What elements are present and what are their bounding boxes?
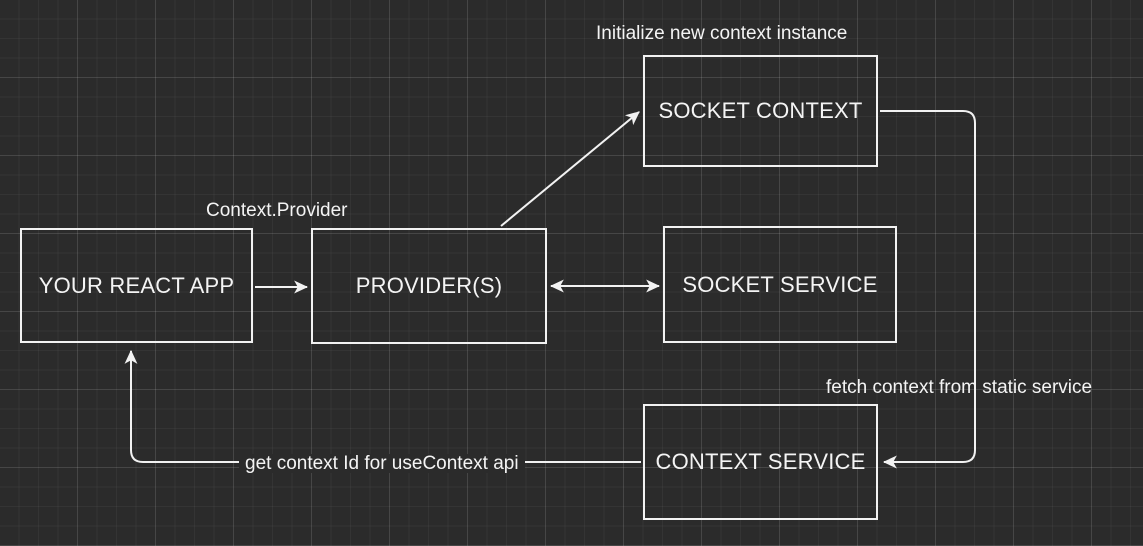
node-label-context-service: CONTEXT SERVICE (655, 449, 866, 474)
edge-label-context-provider: Context.Provider (206, 200, 348, 221)
edge-label-get-context-id: get context Id for useContext api (239, 454, 525, 473)
node-label-socket-context: SOCKET CONTEXT (658, 98, 863, 123)
node-providers[interactable]: PROVIDER(S) (311, 228, 547, 344)
node-socket-service[interactable]: SOCKET SERVICE (663, 226, 897, 343)
node-label-socket-service: SOCKET SERVICE (682, 271, 878, 297)
node-label-providers: PROVIDER(S) (355, 273, 503, 298)
edge-context-service-to-react-app (124, 349, 641, 463)
node-context-service[interactable]: CONTEXT SERVICE (643, 404, 878, 520)
node-react-app[interactable]: YOUR REACT APP (20, 228, 253, 343)
edge-label-fetch-context: fetch context from static service (826, 377, 1093, 398)
edge-providers-to-socket-context (500, 111, 640, 227)
edge-label-initialize-new-context: Initialize new context instance (596, 23, 848, 44)
node-label-react-app: YOUR REACT APP (38, 272, 235, 298)
node-socket-context[interactable]: SOCKET CONTEXT (643, 55, 878, 167)
